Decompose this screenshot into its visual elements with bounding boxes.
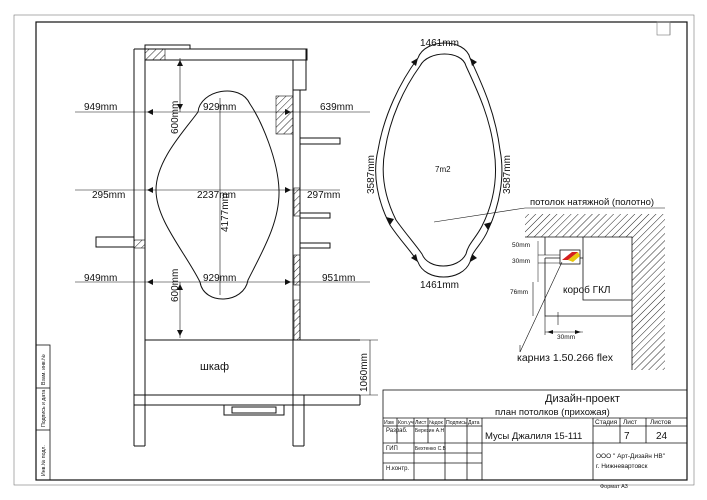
oval-area: 7m2 xyxy=(435,165,451,174)
box-label: короб ГКЛ xyxy=(563,284,610,296)
hdr-ndok: №док xyxy=(429,420,443,426)
cornice-label: карниз 1.50.266 flex xyxy=(517,352,614,364)
plan-dimension-lines xyxy=(75,58,378,396)
dim-cabinet-height: 1060mm xyxy=(359,353,370,392)
sheets-header: Листов xyxy=(650,419,672,426)
title-address: Мусы Джалиля 15-111 xyxy=(485,431,582,442)
title-sheet-title: план потолков (прихожая) xyxy=(495,407,610,418)
side-stamp-col1: Инв.№ подл. xyxy=(41,445,47,476)
wall-hatching xyxy=(133,48,301,341)
dim-bottom-inner: 929mm xyxy=(203,273,236,284)
oval-arrows xyxy=(386,58,492,262)
hdr-koluch: Кол.уч xyxy=(398,420,414,426)
side-stamp-col2: Подпись и дата xyxy=(41,390,47,427)
title-project-type: Дизайн-проект xyxy=(545,393,620,405)
side-stamp: Инв.№ подл. Подпись и дата Взам. инв.№ xyxy=(35,344,51,481)
dim-mid-right: 297mm xyxy=(307,190,340,201)
dim-top-inner: 929mm xyxy=(203,102,236,113)
sheets-value: 24 xyxy=(656,431,668,442)
title-block xyxy=(382,389,688,481)
outer-sheet-border xyxy=(13,14,695,486)
hdr-list: Лист xyxy=(415,420,427,426)
ceiling-label: потолок натяжной (полотно) xyxy=(530,197,654,208)
hdr-podpis: Подпись xyxy=(446,420,467,426)
row-gip-label: ГИП xyxy=(386,446,398,452)
oval-bottom-width: 1461mm xyxy=(420,280,459,291)
corner-mark xyxy=(656,21,671,36)
row-gip-name: Бехтенко С.В xyxy=(415,446,447,452)
sheet-format: Формат А3 xyxy=(600,484,628,490)
sheet-header: Лист xyxy=(623,419,637,426)
inner-frame xyxy=(35,21,688,481)
side-stamp-col3: Взам. инв.№ xyxy=(41,354,47,385)
dim-30: 30mm xyxy=(512,258,530,265)
company-name: ООО " Арт-Дизайн НВ" xyxy=(596,452,666,460)
dim-top-right: 639mm xyxy=(320,102,353,113)
dim-76: 76mm xyxy=(510,289,528,296)
dim-top-left: 949mm xyxy=(84,102,117,113)
oval-ceiling-view xyxy=(375,42,503,278)
dim-mid-left: 295mm xyxy=(92,190,125,201)
oval-top-width: 1461mm xyxy=(420,38,459,49)
cabinet-label: шкаф xyxy=(200,361,229,373)
hdr-izm: Изм xyxy=(384,420,394,426)
row-dev-label: Разраб. xyxy=(386,428,408,434)
row-nkontr-label: Н.контр. xyxy=(386,466,409,472)
oval-right-height: 3587mm xyxy=(502,155,513,194)
dim-mid-height: 4177mm xyxy=(220,193,231,232)
dim-bottom-vertical: 600mm xyxy=(170,269,181,302)
dim-30-bottom: 30mm xyxy=(557,334,575,341)
row-dev-name: Березин А.Н xyxy=(415,428,444,434)
hdr-data: Дата xyxy=(468,420,480,426)
section-detail: потолок натяжной (полотно) xyxy=(433,197,665,370)
dim-mid-width: 2237mm xyxy=(197,190,236,201)
plan-arrowheads xyxy=(147,60,291,336)
dim-bottom-left: 949mm xyxy=(84,273,117,284)
company-city: г. Нижневартовск xyxy=(596,463,648,470)
oval-left-height: 3587mm xyxy=(366,155,377,194)
dim-50: 50mm xyxy=(512,242,530,249)
dim-bottom-right: 951mm xyxy=(322,273,355,284)
sheet-value: 7 xyxy=(624,431,630,442)
stage-header: Стадия xyxy=(595,419,618,426)
dim-top-vertical: 600mm xyxy=(170,101,181,134)
